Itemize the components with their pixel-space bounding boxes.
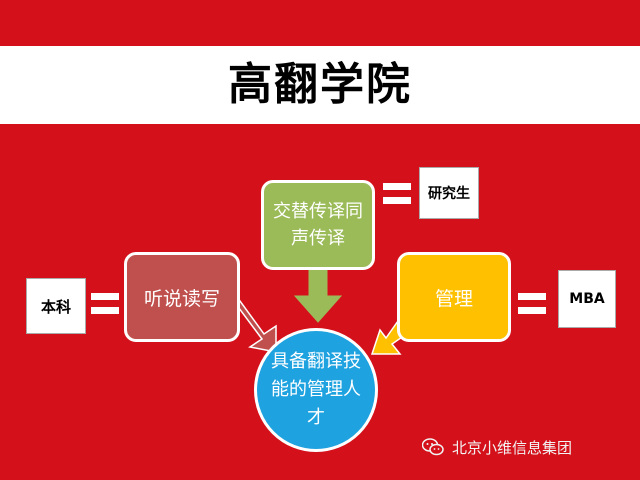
node-mba: MBA — [558, 270, 616, 328]
node-postgrad: 研究生 — [419, 167, 479, 219]
equals-sign-mba — [518, 293, 546, 315]
wechat-icon — [422, 438, 444, 456]
equals-sign-postgrad — [383, 183, 411, 205]
node-interpreting: 交替传译同声传译 — [261, 180, 375, 270]
node-center: 具备翻译技能的管理人才 — [254, 328, 378, 452]
page-title: 高翻学院 — [228, 59, 412, 110]
node-undergrad: 本科 — [26, 278, 86, 334]
arrow-interpreting-to-center — [293, 269, 343, 323]
equals-sign-undergrad — [91, 293, 119, 315]
node-management: 管理 — [397, 252, 511, 342]
watermark-text: 北京小维信息集团 — [452, 438, 573, 457]
title-band — [0, 46, 640, 124]
watermark: 北京小维信息集团 — [422, 436, 572, 458]
node-listening: 听说读写 — [124, 252, 240, 342]
